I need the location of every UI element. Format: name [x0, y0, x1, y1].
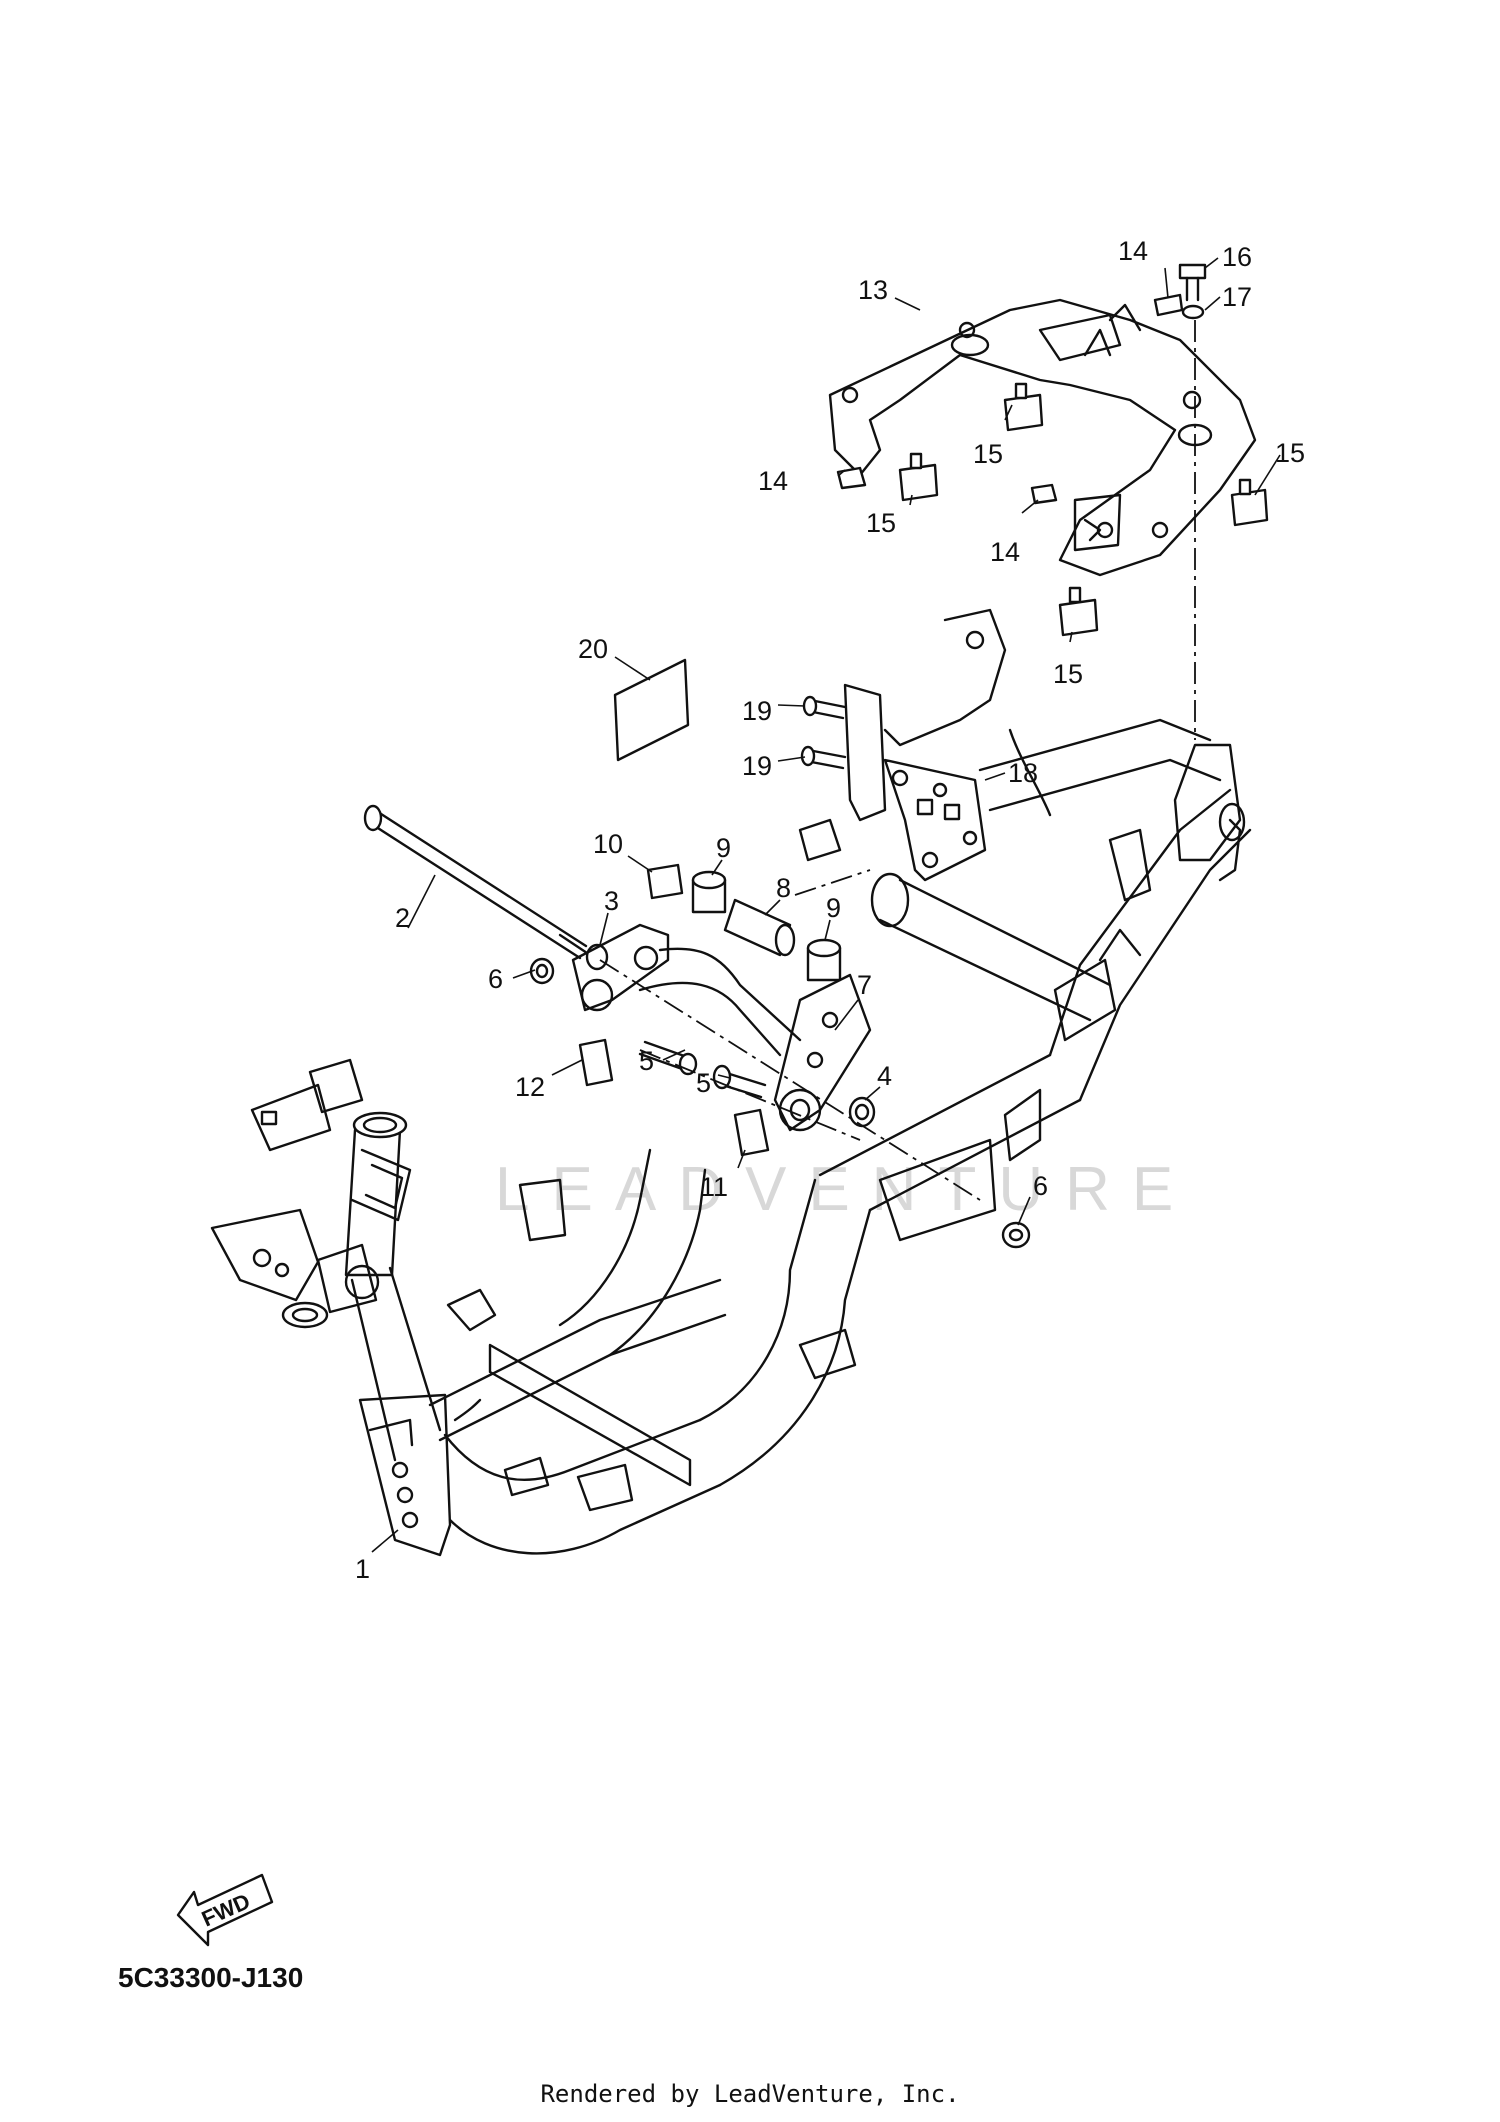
- rear-bracket: [798, 608, 1007, 862]
- washer-part-17[interactable]: [1181, 304, 1205, 320]
- callout-12: 12: [515, 1072, 545, 1102]
- alignment-line-stay: [794, 869, 871, 896]
- bolt-part-19-lower[interactable]: [800, 745, 847, 770]
- bush-part-9-lower[interactable]: [806, 938, 842, 982]
- watermark-text: LEADVENTURE: [495, 1155, 1195, 1224]
- stay-plate-part-18[interactable]: [883, 758, 987, 882]
- clip-part-14-top[interactable]: [1153, 293, 1184, 317]
- clip-part-14-left[interactable]: [836, 466, 867, 490]
- callout-11: 11: [700, 1172, 728, 1202]
- collar-part-8[interactable]: [723, 898, 796, 957]
- fwd-arrow-icon: FWD: [176, 1873, 274, 1947]
- rubber-part-12[interactable]: [578, 1038, 614, 1087]
- callout-15a: 15: [973, 439, 1003, 469]
- callout-15c: 15: [1275, 438, 1305, 468]
- nut-part-6-left[interactable]: [529, 957, 555, 985]
- callout-9b: 9: [826, 893, 841, 923]
- callout-7: 7: [857, 970, 872, 1000]
- callout-6b: 6: [1033, 1171, 1048, 1201]
- callout-4: 4: [877, 1061, 892, 1091]
- rubber-mount-part-15-a[interactable]: [1003, 382, 1044, 432]
- rubber-mount-part-15-b[interactable]: [898, 452, 939, 502]
- engine-bracket-part-7[interactable]: [571, 923, 872, 1132]
- leader-lines: [371, 257, 1281, 1553]
- callout-3: 3: [604, 886, 619, 916]
- callout-9a: 9: [716, 833, 731, 863]
- nut-part-6-right[interactable]: [1001, 1221, 1031, 1249]
- bolt-part-19-upper[interactable]: [802, 695, 847, 720]
- callout-13: 13: [858, 275, 888, 305]
- rubber-part-11[interactable]: [733, 1108, 770, 1157]
- rubber-mount-part-15-d[interactable]: [1058, 586, 1099, 637]
- alignment-line-bolt: [639, 1049, 861, 1141]
- clip-part-14-mid[interactable]: [1030, 483, 1058, 505]
- callout-19b: 19: [742, 751, 772, 781]
- callout-2: 2: [395, 903, 410, 933]
- callout-10: 10: [593, 829, 623, 859]
- bolt-part-16[interactable]: [1178, 263, 1207, 302]
- through-bolt-part-2[interactable]: [363, 804, 592, 960]
- callout-5a: 5: [639, 1046, 654, 1076]
- callout-17: 17: [1222, 282, 1252, 312]
- callout-8: 8: [776, 873, 791, 903]
- callout-14c: 14: [990, 537, 1020, 567]
- callout-18: 18: [1008, 758, 1038, 788]
- main-frame-part-1[interactable]: [210, 718, 1252, 1557]
- rubber-mount-part-15-c[interactable]: [1230, 478, 1269, 527]
- footer-credit: Rendered by LeadVenture, Inc.: [540, 2080, 960, 2108]
- callout-6a: 6: [488, 964, 503, 994]
- bush-part-4[interactable]: [848, 1096, 876, 1128]
- callout-labels: 1 2 3 4 5 5 6 6 7 8 9 9 10 11 12 13 14 1…: [355, 236, 1305, 1584]
- callout-20: 20: [578, 634, 608, 664]
- callout-15d: 15: [1053, 659, 1083, 689]
- callout-19a: 19: [742, 696, 772, 726]
- callout-1: 1: [355, 1554, 370, 1584]
- callout-5b: 5: [696, 1068, 711, 1098]
- callout-14b: 14: [758, 466, 788, 496]
- diagram-code: 5C33300-J130: [118, 1962, 304, 1993]
- bolt-part-5-left[interactable]: [638, 1040, 698, 1076]
- callout-14a: 14: [1118, 236, 1148, 266]
- rear-carrier-part-13[interactable]: [828, 298, 1257, 577]
- bolt-part-5-right[interactable]: [712, 1064, 767, 1099]
- label-part-20[interactable]: [613, 658, 690, 762]
- bush-part-9-upper[interactable]: [691, 870, 727, 914]
- damper-part-10[interactable]: [646, 863, 684, 900]
- callout-15b: 15: [866, 508, 896, 538]
- callout-16: 16: [1222, 242, 1252, 272]
